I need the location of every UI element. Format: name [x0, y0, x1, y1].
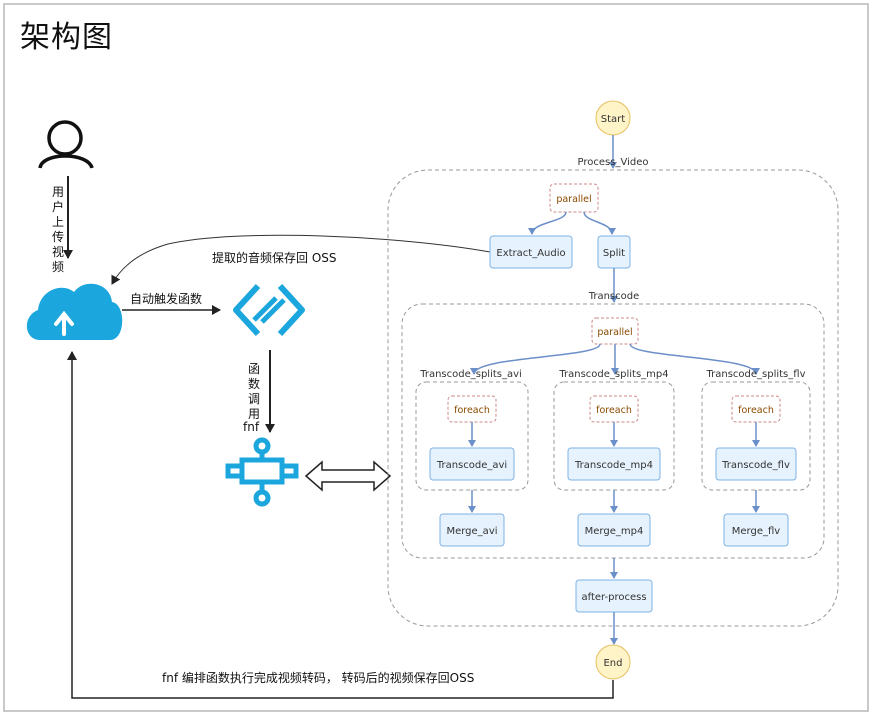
branch-mp4-group-label: Transcode_splits_mp4 [558, 369, 668, 380]
page-title: 架构图 [20, 20, 113, 55]
after-process-label: after-process [581, 592, 646, 603]
parallel-inner-label: parallel [597, 327, 632, 338]
merge-mp4-label: Merge_mp4 [585, 526, 644, 537]
merge-avi-label: Merge_avi [446, 526, 497, 537]
audio-save-label: 提取的音频保存回 OSS [212, 250, 337, 265]
end-label: End [603, 658, 622, 669]
user-icon [38, 120, 94, 169]
parallel-top-node [549, 183, 599, 213]
function-compute-icon [233, 283, 305, 337]
branch-avi-group [415, 381, 529, 491]
branch-avi-group-label: Transcode_splits_avi [419, 369, 522, 380]
upload-label-4: 传 [52, 229, 64, 244]
foreach-flv-label: foreach [738, 405, 774, 416]
merge-flv-label: Merge_flv [732, 526, 781, 537]
fnf-call-label-1: 函 [248, 362, 260, 376]
diagram-frame [3, 3, 869, 712]
process-video-label: Process_Video [578, 157, 649, 168]
merge-mp4-node [577, 513, 651, 547]
cloud-upload-icon [26, 283, 123, 340]
fnf-call-label-3: 调 [248, 392, 260, 406]
transcode-flv-label: Transcode_flv [721, 460, 790, 471]
fnf-call-label-5: fnf [243, 420, 260, 434]
end-node [595, 644, 631, 680]
foreach-avi-label: foreach [454, 405, 490, 416]
upload-label-3: 上 [52, 215, 64, 229]
merge-avi-node [439, 513, 505, 547]
process-video-group [387, 169, 839, 627]
upload-label-5: 视 [52, 244, 64, 259]
transcode-mp4-label: Transcode_mp4 [574, 460, 653, 471]
branch-flv-group-label: Transcode_splits_flv [705, 369, 805, 380]
transcode-mp4-node [567, 447, 661, 481]
final-save-label: fnf 编排函数执行完成视频转码， 转码后的视频保存回OSS [162, 670, 474, 685]
bidirectional-arrow [304, 460, 392, 492]
audio-save-arrow [111, 234, 491, 285]
upload-label-1: 用 [52, 185, 64, 199]
extract-audio-node [489, 235, 573, 269]
upload-label-2: 户 [52, 199, 64, 214]
foreach-mp4-label: foreach [596, 405, 632, 416]
extract-audio-label: Extract_Audio [496, 248, 565, 259]
upload-label-6: 频 [52, 260, 64, 274]
transcode-avi-node [429, 447, 515, 481]
split-label: Split [603, 248, 625, 259]
transcode-flv-node [715, 447, 797, 481]
branch-flv-group [701, 381, 811, 491]
transcode-group [401, 303, 825, 559]
merge-flv-node [723, 513, 789, 547]
fnf-call-label-4: 用 [248, 407, 260, 421]
serverless-workflow-icon [225, 437, 299, 507]
auto-trigger-label: 自动触发函数 [130, 291, 202, 306]
final-save-arrow [67, 351, 614, 699]
fnf-call-label-2: 数 [248, 376, 260, 391]
transcode-avi-label: Transcode_avi [436, 460, 507, 471]
start-label: Start [601, 114, 626, 125]
transcode-label: Transcode [588, 291, 640, 302]
parallel-top-label: parallel [556, 194, 591, 205]
